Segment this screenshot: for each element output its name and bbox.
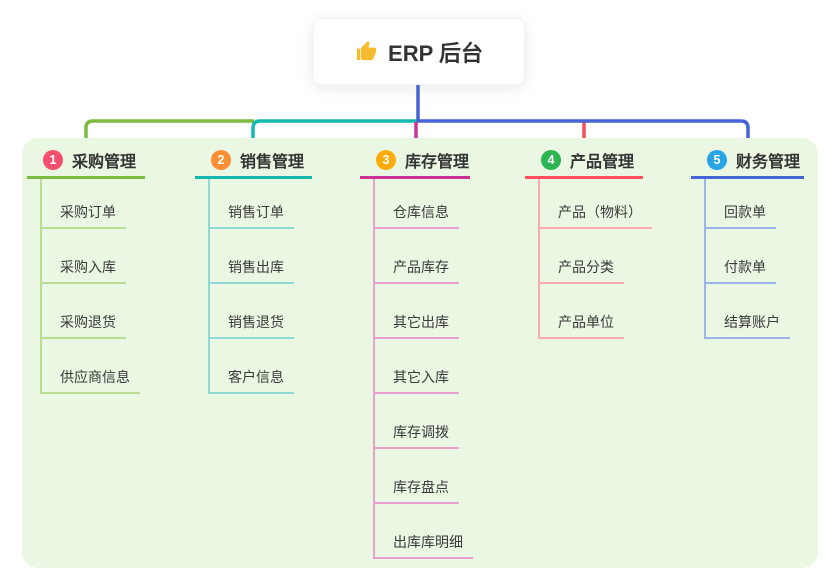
branch-children: 仓库信息产品库存其它出库其它入库库存调拨库存盘点出库库明细 xyxy=(373,179,473,559)
branch-number-badge: 4 xyxy=(541,150,561,170)
branch-1-child-3[interactable]: 采购退货 xyxy=(42,284,126,339)
branch-children: 产品（物料）产品分类产品单位 xyxy=(538,179,652,339)
branch-children: 采购订单采购入库采购退货供应商信息 xyxy=(40,179,145,394)
branch-number-badge: 3 xyxy=(376,150,396,170)
branch-4-child-3[interactable]: 产品单位 xyxy=(540,284,624,339)
branch-3-child-1[interactable]: 仓库信息 xyxy=(375,179,459,229)
branch-children: 销售订单销售出库销售退货客户信息 xyxy=(208,179,312,394)
branch-header[interactable]: 5 财务管理 xyxy=(691,144,804,179)
branch-3-child-7[interactable]: 出库库明细 xyxy=(375,504,473,559)
branch-label: 销售管理 xyxy=(240,154,305,171)
branch-4-child-1[interactable]: 产品（物料） xyxy=(540,179,652,229)
branch-header[interactable]: 4 产品管理 xyxy=(525,144,643,179)
branch-3-child-3[interactable]: 其它出库 xyxy=(375,284,459,339)
branch-2-child-4[interactable]: 客户信息 xyxy=(210,339,294,394)
branch-label: 产品管理 xyxy=(570,154,635,171)
branch-2-child-2[interactable]: 销售出库 xyxy=(210,229,294,284)
branch-number-badge: 1 xyxy=(43,150,63,170)
branch-3-child-4[interactable]: 其它入库 xyxy=(375,339,459,394)
branch-4: 4 产品管理 产品（物料）产品分类产品单位 xyxy=(525,144,652,339)
branch-label: 财务管理 xyxy=(736,154,801,171)
branch-5: 5 财务管理 回款单付款单结算账户 xyxy=(691,144,804,339)
branch-3-child-2[interactable]: 产品库存 xyxy=(375,229,459,284)
branch-2: 2 销售管理 销售订单销售出库销售退货客户信息 xyxy=(195,144,312,394)
branch-3-child-5[interactable]: 库存调拨 xyxy=(375,394,459,449)
branch-2-child-1[interactable]: 销售订单 xyxy=(210,179,294,229)
branch-5-child-3[interactable]: 结算账户 xyxy=(706,284,790,339)
branch-header[interactable]: 1 采购管理 xyxy=(27,144,145,179)
root-label: ERP 后台 xyxy=(388,40,483,66)
branch-1-child-1[interactable]: 采购订单 xyxy=(42,179,126,229)
branch-header[interactable]: 3 库存管理 xyxy=(360,144,470,179)
thumbs-up-icon xyxy=(355,40,378,63)
branch-1-child-2[interactable]: 采购入库 xyxy=(42,229,126,284)
branch-3: 3 库存管理 仓库信息产品库存其它出库其它入库库存调拨库存盘点出库库明细 xyxy=(360,144,473,559)
branches-panel: 1 采购管理 采购订单采购入库采购退货供应商信息 2 销售管理 销售订单销售出库… xyxy=(22,138,818,568)
branch-2-child-3[interactable]: 销售退货 xyxy=(210,284,294,339)
branch-3-child-6[interactable]: 库存盘点 xyxy=(375,449,459,504)
branch-5-child-1[interactable]: 回款单 xyxy=(706,179,776,229)
branch-1-child-4[interactable]: 供应商信息 xyxy=(42,339,140,394)
branch-label: 库存管理 xyxy=(405,154,470,171)
branch-header[interactable]: 2 销售管理 xyxy=(195,144,312,179)
branch-4-child-2[interactable]: 产品分类 xyxy=(540,229,624,284)
branch-label: 采购管理 xyxy=(72,154,137,171)
branch-children: 回款单付款单结算账户 xyxy=(704,179,804,339)
branch-number-badge: 5 xyxy=(707,150,727,170)
root-node[interactable]: ERP 后台 xyxy=(313,18,525,85)
branch-1: 1 采购管理 采购订单采购入库采购退货供应商信息 xyxy=(27,144,145,394)
branch-5-child-2[interactable]: 付款单 xyxy=(706,229,776,284)
branch-number-badge: 2 xyxy=(211,150,231,170)
